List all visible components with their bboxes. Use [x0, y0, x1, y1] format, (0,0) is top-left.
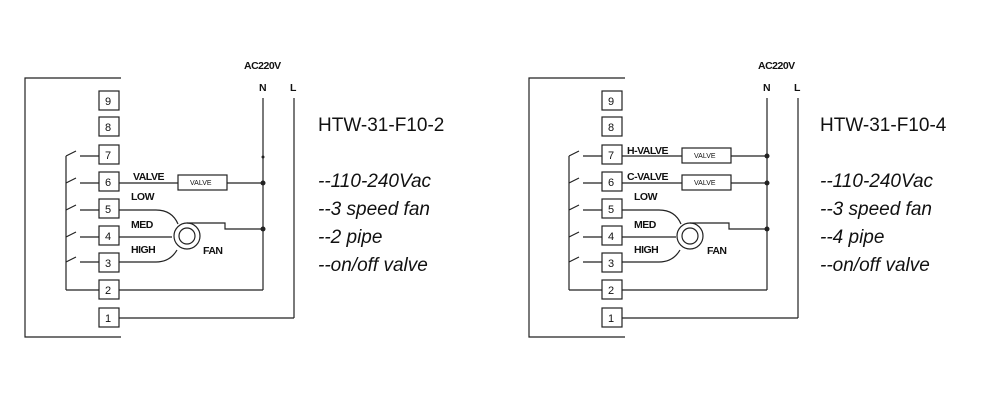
right-supply-n: N: [763, 82, 770, 94]
right-high-label: HIGH: [634, 244, 658, 256]
left-switch-contacts: [65, 150, 99, 291]
right-terminal-strip: 9 8 7 6 5 4 3 2 1: [601, 90, 623, 328]
left-terminal-8: [98, 116, 120, 137]
right-spec-voltage: --110-240Vac: [820, 171, 934, 192]
left-terminal-label: 3: [105, 258, 111, 270]
left-spec-fan: --3 speed fan: [318, 199, 430, 220]
left-terminal-label: 5: [105, 204, 111, 216]
right-terminal-label: 6: [608, 177, 614, 189]
left-valve-label: VALVE: [133, 171, 164, 183]
right-diagram: 9 8 7 6 5 4 3 2 1 AC220V N L H-VALVE: [528, 60, 947, 338]
left-junction: [261, 155, 265, 159]
left-fan-common-wire: [187, 222, 263, 230]
right-spec-valve: --on/off valve: [820, 255, 930, 276]
left-fan-rotor: [178, 227, 196, 245]
right-terminal-9: [601, 90, 623, 111]
left-supply-title: AC220V: [244, 60, 281, 72]
left-terminal-4: [98, 225, 120, 246]
right-h-valve-label: H-VALVE: [627, 145, 669, 157]
left-supply-l: L: [290, 82, 297, 94]
right-high-wire: [622, 249, 681, 263]
left-valve-box-label: VALVE: [190, 180, 212, 187]
right-fan-label: FAN: [707, 245, 727, 257]
right-junction: [764, 153, 770, 159]
right-med-label: MED: [634, 219, 657, 231]
right-switch-contacts: [568, 150, 602, 291]
left-terminal-label: 8: [105, 122, 111, 134]
right-supply-title: AC220V: [758, 60, 795, 72]
left-junction: [260, 180, 266, 186]
left-contact-6: [65, 177, 99, 184]
left-junction: [260, 226, 266, 232]
right-terminal-7: [601, 144, 623, 165]
left-contact-7: [65, 150, 99, 157]
left-spec-valve: --on/off valve: [318, 255, 428, 276]
left-spec-voltage: --110-240Vac: [318, 171, 432, 192]
right-spec-fan: --3 speed fan: [820, 199, 932, 220]
right-contact-3: [568, 256, 602, 263]
left-contact-4: [65, 231, 99, 238]
right-contact-5: [568, 204, 602, 211]
right-terminal-label: 2: [608, 285, 614, 297]
right-terminal-label: 9: [608, 96, 614, 108]
left-terminal-7: [98, 144, 120, 165]
left-high-wire: [119, 249, 178, 263]
left-terminal-label: 6: [105, 177, 111, 189]
right-terminal-label: 3: [608, 258, 614, 270]
right-terminal-label: 1: [608, 313, 614, 325]
left-low-wire: [119, 209, 179, 225]
left-terminal-label: 2: [105, 285, 111, 297]
left-terminal-5: [98, 198, 120, 219]
left-supply-n: N: [259, 82, 266, 94]
right-fan-common-wire: [690, 222, 767, 230]
right-terminal-label: 7: [608, 150, 614, 162]
right-h-valve-box-label: VALVE: [694, 153, 716, 160]
right-low-label: LOW: [634, 191, 658, 203]
left-terminal-label: 1: [105, 313, 111, 325]
left-terminal-6: [98, 171, 120, 192]
left-terminal-label: 4: [105, 231, 111, 243]
right-contact-6: [568, 177, 602, 184]
right-c-valve-box-label: VALVE: [694, 180, 716, 187]
right-low-wire: [622, 209, 682, 225]
right-contact-7: [568, 150, 602, 157]
left-terminal-strip: 9 8 7 6 5 4 3 2 1: [98, 90, 120, 328]
left-diagram: 9 8 7 6 5 4 3 2 1 AC220V N L V: [24, 60, 444, 338]
left-terminal-9: [98, 90, 120, 111]
right-terminal-label: 4: [608, 231, 614, 243]
left-terminal-label: 7: [105, 150, 111, 162]
left-high-label: HIGH: [131, 244, 155, 256]
right-terminal-5: [601, 198, 623, 219]
right-terminal-8: [601, 116, 623, 137]
left-contact-5: [65, 204, 99, 211]
left-low-label: LOW: [131, 191, 155, 203]
right-contact-4: [568, 231, 602, 238]
right-terminal-label: 5: [608, 204, 614, 216]
right-c-valve-label: C-VALVE: [627, 171, 669, 183]
right-supply-l: L: [794, 82, 801, 94]
right-fan-rotor: [681, 227, 699, 245]
right-junction: [764, 226, 770, 232]
right-enclosure: [528, 77, 625, 338]
left-contact-3: [65, 256, 99, 263]
left-fan-label: FAN: [203, 245, 223, 257]
right-terminal-6: [601, 171, 623, 192]
right-spec-pipe: --4 pipe: [820, 227, 884, 248]
right-terminal-4: [601, 225, 623, 246]
left-med-label: MED: [131, 219, 154, 231]
right-model-name: HTW-31-F10-4: [820, 115, 947, 136]
right-terminal-label: 8: [608, 122, 614, 134]
right-junction: [764, 180, 770, 186]
left-model-name: HTW-31-F10-2: [318, 115, 444, 136]
left-spec-pipe: --2 pipe: [318, 227, 382, 248]
left-terminal-label: 9: [105, 96, 111, 108]
left-enclosure: [24, 77, 121, 338]
